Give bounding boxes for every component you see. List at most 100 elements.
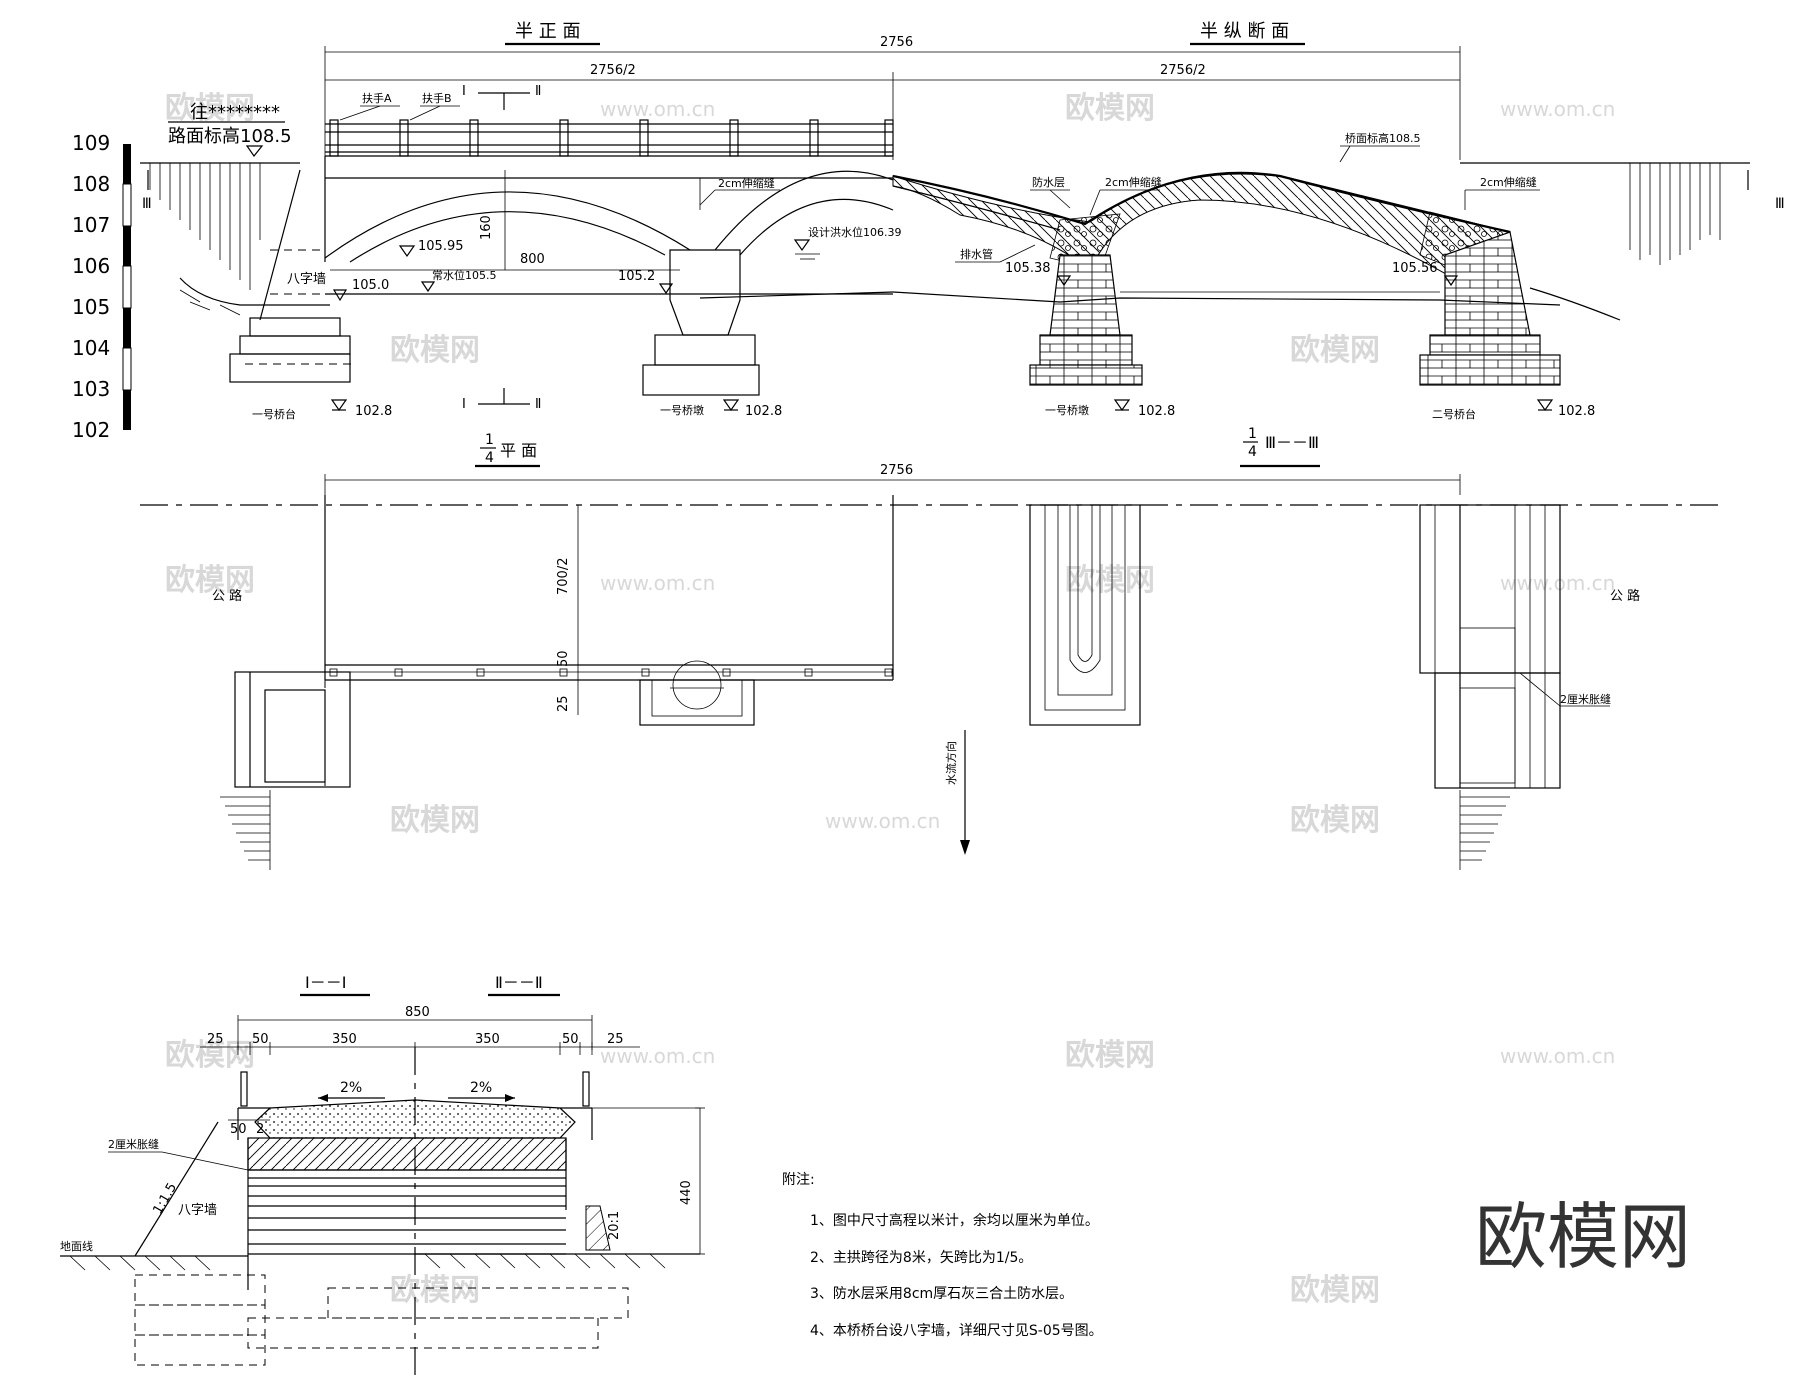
elevation-105-56: 105.56 [1392,261,1438,276]
handrail-b-label: 扶手B [422,91,452,105]
watermark-url: www.om.cn [1500,97,1615,121]
dim-plan-total: 2756 [880,463,913,478]
expansion-joint-2cm-label: 2厘米胀缝 [108,1137,159,1151]
drain-pipe-label: 排水管 [960,247,993,261]
elevation-102-8: 102.8 [355,404,392,419]
toward-label: 往******** [190,102,280,123]
dim-2: 2 [256,1122,264,1137]
road-label-left: 公 路 [212,588,242,604]
dim-half-left: 2756/2 [590,63,636,78]
dim-section-total: 850 [405,1005,430,1020]
plan-fraction-num: 1 [485,432,494,448]
handrail-a-label: 扶手A [362,91,392,105]
pier-1-label: 一号桥墩 [1045,403,1089,417]
scale-tick: 108 [72,172,110,196]
watermark-group: 欧模网 www.om.cn 欧模网 www.om.cn 欧模网 欧模网 欧模网 … [165,91,1615,1308]
section-mark-3: Ⅲ [1775,196,1785,212]
watermark: 欧模网 [1290,803,1380,838]
slope-right: 2% [470,1080,492,1096]
scale-tick: 106 [72,254,110,278]
watermark: 欧模网 [1290,333,1380,368]
watermark-url: www.om.cn [600,571,715,595]
elevation-105-0: 105.0 [352,278,389,293]
elevation-102-8: 102.8 [1558,404,1595,419]
watermark: 欧模网 [390,803,480,838]
waterproof-label: 防水层 [1032,175,1065,189]
elevation-105-38: 105.38 [1005,261,1051,276]
half-front-elevation: 往******** 路面标高108.5 Ⅲ [140,84,902,421]
watermark: 欧模网 [1065,91,1155,126]
dim-half-width: 700/2 [556,558,571,595]
scale-tick: 103 [72,377,110,401]
wing-wall-label: 八字墙 [287,272,326,287]
scale-tick: 105 [72,295,110,319]
dim-25: 25 [556,695,571,712]
scale-tick: 109 [72,131,110,155]
title-half-longitudinal: 半 纵 断 面 [1200,21,1289,42]
dim-half-right: 2756/2 [1160,63,1206,78]
half-longitudinal-section: 防水层 2cm伸缩缝 2cm伸缩缝 桥面标高108.5 排水管 Ⅲ 105.38 [892,131,1785,421]
abutment-2-label: 二号桥台 [1432,407,1476,421]
elevation-102-8: 102.8 [745,404,782,419]
expansion-joint-label: 2cm伸缩缝 [718,176,775,190]
dim-350: 350 [475,1032,500,1047]
deck-elevation-label: 桥面标高108.5 [1345,131,1421,145]
pier-1-label: 一号桥墩 [660,403,704,417]
section-fraction-den: 4 [1248,444,1257,460]
elevation-105-95: 105.95 [418,239,464,254]
title-half-front: 半 正 面 [515,21,580,42]
section-mark-2: Ⅱ [535,84,541,99]
wing-wall-label: 八字墙 [178,1203,217,1218]
watermark: 欧模网 [165,91,255,126]
road-label-right: 公 路 [1610,588,1640,604]
dim-span: 800 [520,252,545,267]
elevation-scale: 109 108 107 106 105 104 103 102 [72,131,132,442]
note-1: 1、图中尺寸高程以米计，余均以厘米为单位。 [810,1212,1099,1229]
watermark-url: www.om.cn [600,1044,715,1068]
scale-tick: 102 [72,418,110,442]
plan-fraction-den: 4 [485,450,494,466]
section-mark-3: Ⅲ [142,196,152,212]
section-fraction-num: 1 [1248,426,1257,442]
expansion-joint-label: 2cm伸缩缝 [1480,175,1537,189]
elevation-102-8: 102.8 [1138,404,1175,419]
title-section-1: Ⅰ－－Ⅰ [305,973,346,992]
dim-total-length: 2756 [880,35,913,50]
dim-25: 25 [207,1032,224,1047]
note-4: 4、本桥桥台设八字墙，详细尺寸见S-05号图。 [810,1323,1103,1339]
watermark: 欧模网 [390,1273,480,1308]
expansion-joint-label: 2cm伸缩缝 [1105,175,1162,189]
abutment-1-label: 一号桥台 [252,407,296,421]
note-3: 3、防水层采用8cm厚石灰三合土防水层。 [810,1286,1073,1302]
title-quarter-plan: 平 面 [500,441,537,460]
road-elevation-label: 路面标高108.5 [168,126,292,147]
watermark-url: www.om.cn [1500,571,1615,595]
notes-block: 附注: 1、图中尺寸高程以米计，余均以厘米为单位。 2、主拱跨径为8米，矢跨比为… [782,1172,1103,1339]
dim-height: 440 [679,1180,694,1205]
dim-50: 50 [556,650,571,667]
section-mark-1: Ⅰ [462,397,466,412]
watermark-url: www.om.cn [1500,1044,1615,1068]
slope-left: 2% [340,1080,362,1096]
dim-50: 50 [252,1032,269,1047]
title-section-2: Ⅱ－－Ⅱ [495,973,543,992]
note-2: 2、主拱跨径为8米，矢跨比为1/5。 [810,1250,1032,1266]
cross-section: Ⅰ－－Ⅰ Ⅱ－－Ⅱ 850 25 50 350 350 50 25 2% 2% [60,973,705,1380]
top-titles: 半 正 面 半 纵 断 面 2756 2756/2 2756/2 [324,21,1461,160]
plan-view: 1 4 平 面 1 4 Ⅲ－－Ⅲ 2756 700/2 50 25 [140,426,1720,870]
scale-tick: 104 [72,336,110,360]
brand-logo: 欧模网 [1475,1195,1691,1279]
dim-rise: 160 [479,215,494,240]
section-mark-1: Ⅰ [462,84,466,99]
elevation-105-2: 105.2 [618,269,655,284]
section-mark-2: Ⅱ [535,397,541,412]
title-quarter-section: Ⅲ－－Ⅲ [1265,433,1319,452]
watermark-url: www.om.cn [600,97,715,121]
watermark-url: www.om.cn [825,809,940,833]
watermark: 欧模网 [390,333,480,368]
dim-350: 350 [332,1032,357,1047]
notes-heading: 附注: [782,1172,815,1188]
watermark: 欧模网 [1065,563,1155,598]
dim-50: 50 [562,1032,579,1047]
